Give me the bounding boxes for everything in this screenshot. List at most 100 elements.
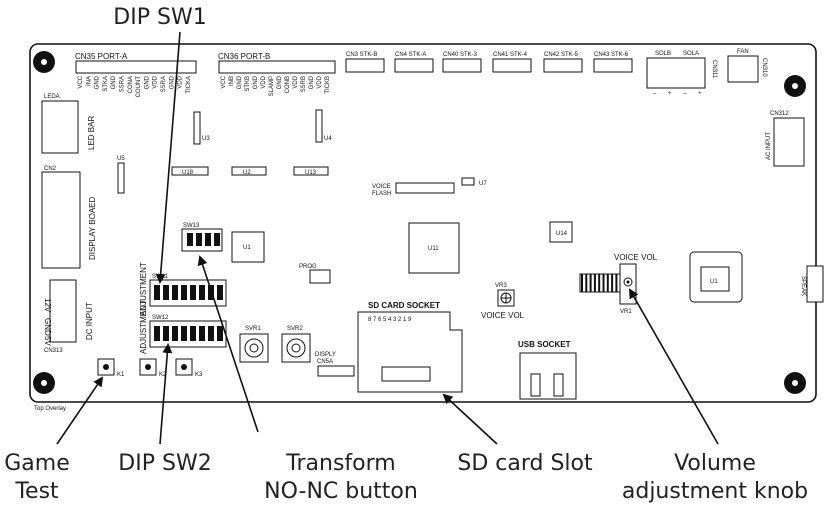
svr1-pot — [239, 333, 269, 363]
cn2-label: CN2 — [44, 166, 57, 172]
board-outline — [29, 43, 817, 403]
speak-label: SPEAK — [800, 276, 806, 296]
dip-switch-toggle — [199, 285, 205, 300]
u13-label: U13 — [305, 170, 317, 176]
leda-label: LEDA — [44, 94, 60, 100]
dc-12v-label: 12V — [43, 298, 52, 313]
cn35-label: CN35 PORT-A — [75, 52, 128, 61]
callout-volume-1: Volume — [674, 451, 756, 476]
pin-label: TICKA — [186, 76, 192, 94]
pin-label: STKA — [103, 76, 109, 92]
dip-switch-toggle — [172, 285, 178, 300]
disply-label: DISPLY — [315, 352, 336, 358]
svr2-pot — [281, 333, 311, 363]
callout-game-test-2: Test — [14, 479, 59, 504]
dip-switch-toggle — [196, 233, 202, 246]
cn40-stk-3-connector — [442, 58, 482, 73]
callout-transform-1: Transform — [285, 451, 395, 476]
volume-knob-dial-icon — [623, 277, 633, 287]
voice-flash-label-2: FLASH — [372, 191, 391, 197]
u4-label: U4 — [324, 136, 332, 142]
pin-label: INB — [229, 76, 235, 86]
sd-pins-label: 8 7 6 5 4 3 2 1 9 — [368, 317, 412, 323]
prog-label: PROG — [299, 264, 317, 270]
adjustment-label-2: ADJUSTMENT — [139, 300, 148, 354]
cn41-label: CN41 STK-4 — [493, 52, 528, 58]
adjustment-label-1: ADJUSTMENT — [139, 262, 148, 316]
volume-knob-shaft — [579, 273, 621, 293]
pin-label: GND — [144, 75, 150, 89]
u1-left-chip — [231, 231, 265, 263]
u11-label: U11 — [428, 246, 439, 252]
pin-label: VCC — [221, 75, 227, 88]
dip-switch-toggle — [190, 285, 196, 300]
u13-chip — [293, 166, 329, 176]
pin-label: VDD — [153, 75, 159, 88]
cn43-stk-6-connector — [593, 58, 633, 73]
dip-switch-toggle — [187, 233, 193, 246]
u4-chip — [315, 109, 323, 143]
volume-knob-arrow — [629, 288, 719, 445]
callout-dip-sw2: DIP SW2 — [118, 451, 211, 476]
callout-transform-2: NO-NC button — [264, 479, 418, 504]
pin-label: VDD — [293, 75, 299, 88]
callout-dip-sw1: DIP SW1 — [113, 5, 206, 30]
u14-chip — [549, 221, 573, 243]
u5-label: U5 — [117, 156, 125, 162]
pin-label: SSRA — [120, 76, 126, 92]
cn3-label: CN3 STK-B — [346, 52, 377, 58]
dip-switch-toggle — [154, 326, 160, 341]
cn3-stk-b-connector — [345, 58, 385, 73]
mounting-hole-icon — [33, 372, 55, 394]
usb-socket — [519, 352, 577, 400]
sd-card-slot-window — [381, 366, 431, 382]
led-bar-connector — [41, 100, 79, 154]
sd-card-arrow — [442, 393, 498, 445]
pin-label: SSRB — [301, 76, 307, 92]
u3-chip — [193, 111, 201, 145]
voice-vol-right-label: VOICE VOL — [614, 253, 658, 262]
u1-left-label: U1 — [243, 245, 251, 251]
k2-label: K2 — [159, 372, 167, 378]
dip-switch-toggle — [199, 326, 205, 341]
display-board-connector — [41, 171, 81, 269]
dip-sw2-switch — [149, 320, 227, 348]
callout-volume-2: adjustment knob — [622, 479, 808, 504]
pin-label: GND — [253, 75, 259, 89]
k1-label: K1 — [117, 372, 125, 378]
pin-label: VDD — [317, 75, 323, 88]
dip-switch-toggle — [181, 285, 187, 300]
sol-polarity: – + – + — [653, 91, 707, 97]
pin-label: GND — [237, 75, 243, 89]
dip-switch-toggle — [181, 326, 187, 341]
sola-label: SOLA — [683, 51, 699, 57]
dip-switch-toggle — [208, 326, 214, 341]
cn36-label: CN36 PORT-B — [218, 52, 270, 61]
pin-label: SLAMP — [269, 76, 275, 96]
pin-label: CONA — [128, 76, 134, 93]
dip-switch-toggle — [163, 285, 169, 300]
pin-label: INA — [86, 76, 92, 86]
cn43-label: CN43 STK-6 — [594, 52, 629, 58]
svr1-label: SVR1 — [245, 326, 261, 332]
ac-input-connector — [773, 117, 805, 167]
cn4-stk-a-connector — [394, 58, 434, 73]
sw12-pins — [154, 326, 223, 341]
dc-gnd-label: GND — [43, 318, 52, 336]
callout-game-test-1: Game — [4, 451, 70, 476]
display-cn5a-connector — [317, 365, 355, 377]
usb-socket-label: USB SOCKET — [518, 340, 571, 349]
volume-knob-body — [619, 263, 637, 305]
led-bar-label: LED BAR — [87, 116, 96, 150]
u3-label: U3 — [202, 136, 210, 142]
u14-label: U14 — [556, 231, 568, 237]
dc-input-connector — [49, 279, 77, 343]
prog-connector — [309, 269, 331, 284]
mounting-hole-icon — [784, 75, 806, 97]
cn40-label: CN40 STK-3 — [443, 52, 478, 58]
display-board-label: DISPLAY BOAED — [88, 196, 97, 260]
